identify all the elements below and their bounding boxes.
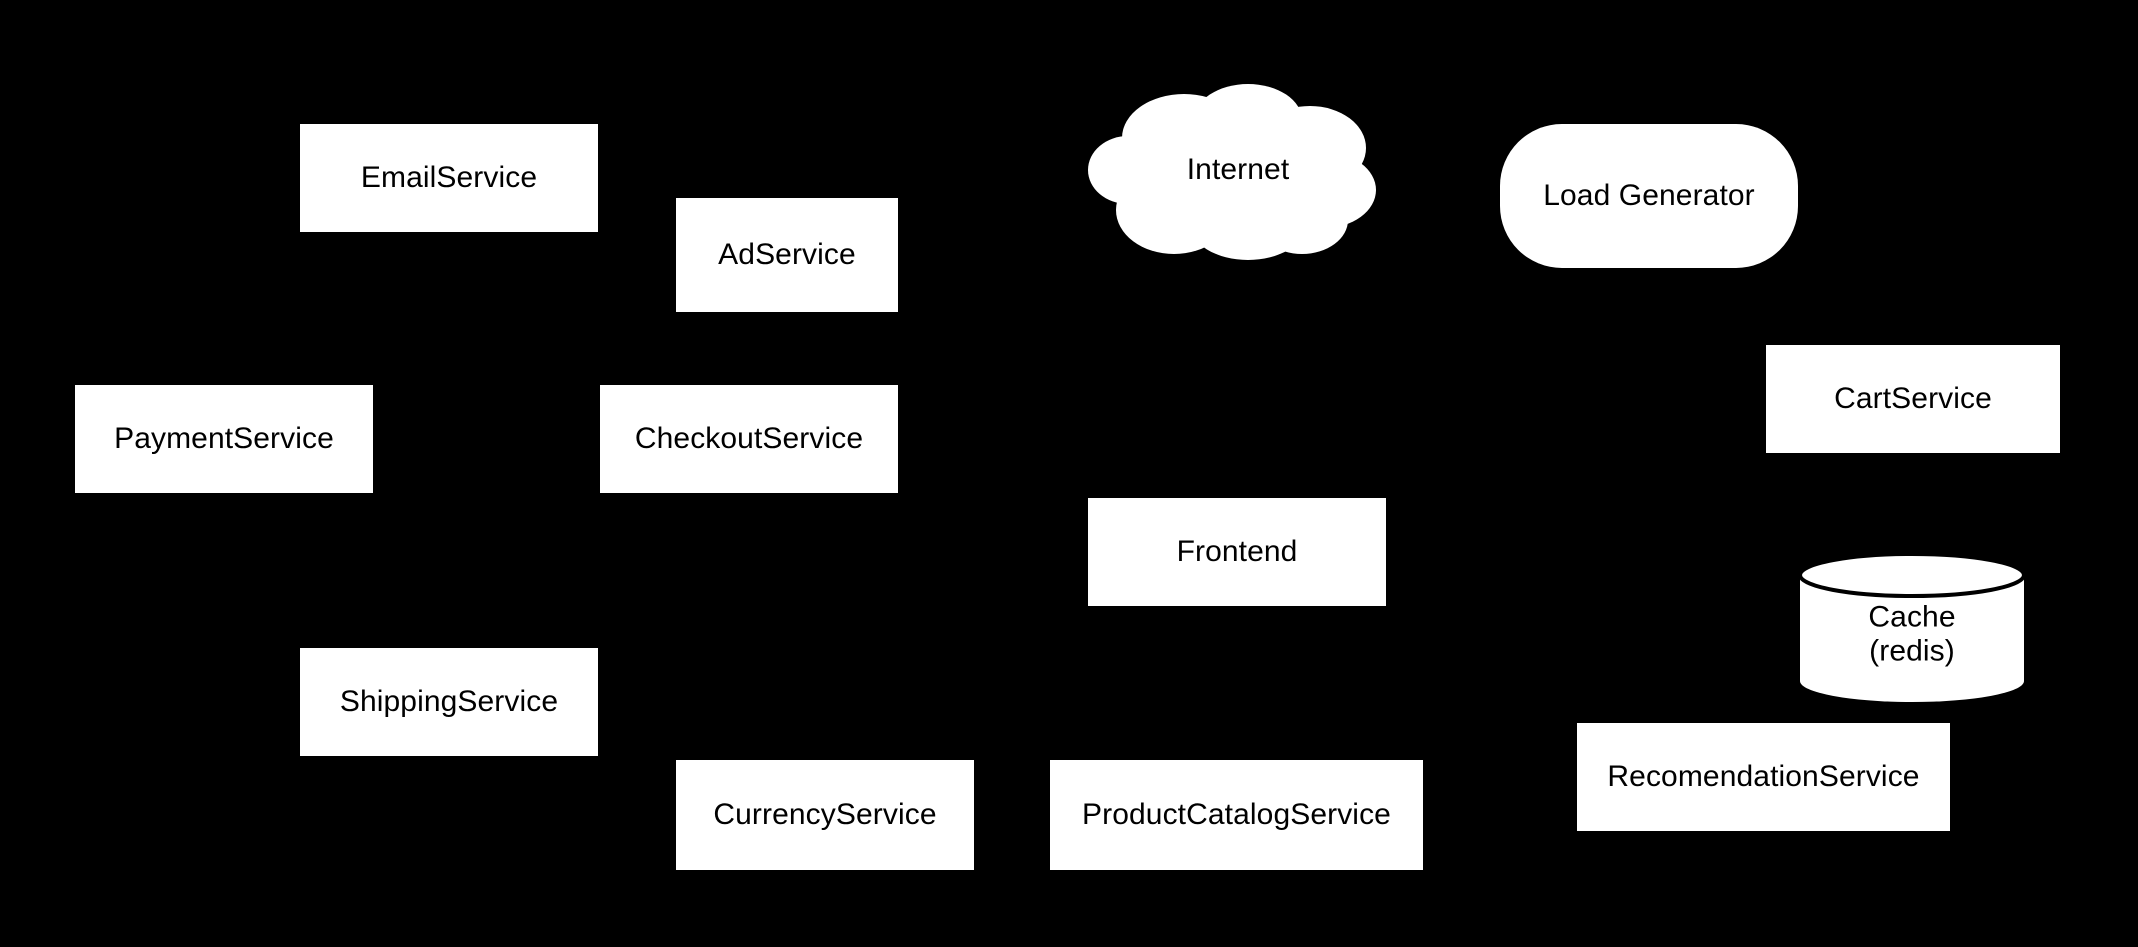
node-internet-label: Internet: [1186, 153, 1290, 187]
node-checkout-service-label: CheckoutService: [634, 422, 864, 456]
node-currency-service[interactable]: CurrencyService: [676, 760, 974, 870]
node-internet[interactable]: Internet: [1088, 78, 1388, 262]
database-cylinder-icon: [1799, 553, 2025, 702]
node-cache[interactable]: Cache (redis): [1799, 553, 2025, 703]
node-recomendation-service-label: RecomendationService: [1607, 760, 1920, 794]
node-ad-service[interactable]: AdService: [676, 198, 898, 312]
node-load-generator-label: Load Generator: [1543, 179, 1755, 213]
node-cache-label: Cache (redis): [1868, 600, 1956, 667]
node-product-catalog-service-label: ProductCatalogService: [1082, 798, 1391, 832]
node-payment-service-label: PaymentService: [114, 422, 334, 456]
node-shipping-service-label: ShippingService: [339, 685, 559, 719]
node-frontend-label: Frontend: [1176, 535, 1298, 569]
node-shipping-service[interactable]: ShippingService: [300, 648, 598, 756]
node-checkout-service[interactable]: CheckoutService: [600, 385, 898, 493]
node-product-catalog-service[interactable]: ProductCatalogService: [1050, 760, 1423, 870]
node-recomendation-service[interactable]: RecomendationService: [1577, 723, 1950, 831]
node-payment-service[interactable]: PaymentService: [75, 385, 373, 493]
cloud-icon: [1088, 84, 1376, 260]
node-load-generator[interactable]: Load Generator: [1500, 124, 1798, 268]
node-frontend[interactable]: Frontend: [1088, 498, 1386, 606]
node-email-service[interactable]: EmailService: [300, 124, 598, 232]
node-cart-service[interactable]: CartService: [1766, 345, 2060, 453]
node-currency-service-label: CurrencyService: [713, 798, 937, 832]
node-email-service-label: EmailService: [360, 161, 538, 195]
node-ad-service-label: AdService: [718, 238, 856, 272]
node-cart-service-label: CartService: [1834, 382, 1992, 416]
